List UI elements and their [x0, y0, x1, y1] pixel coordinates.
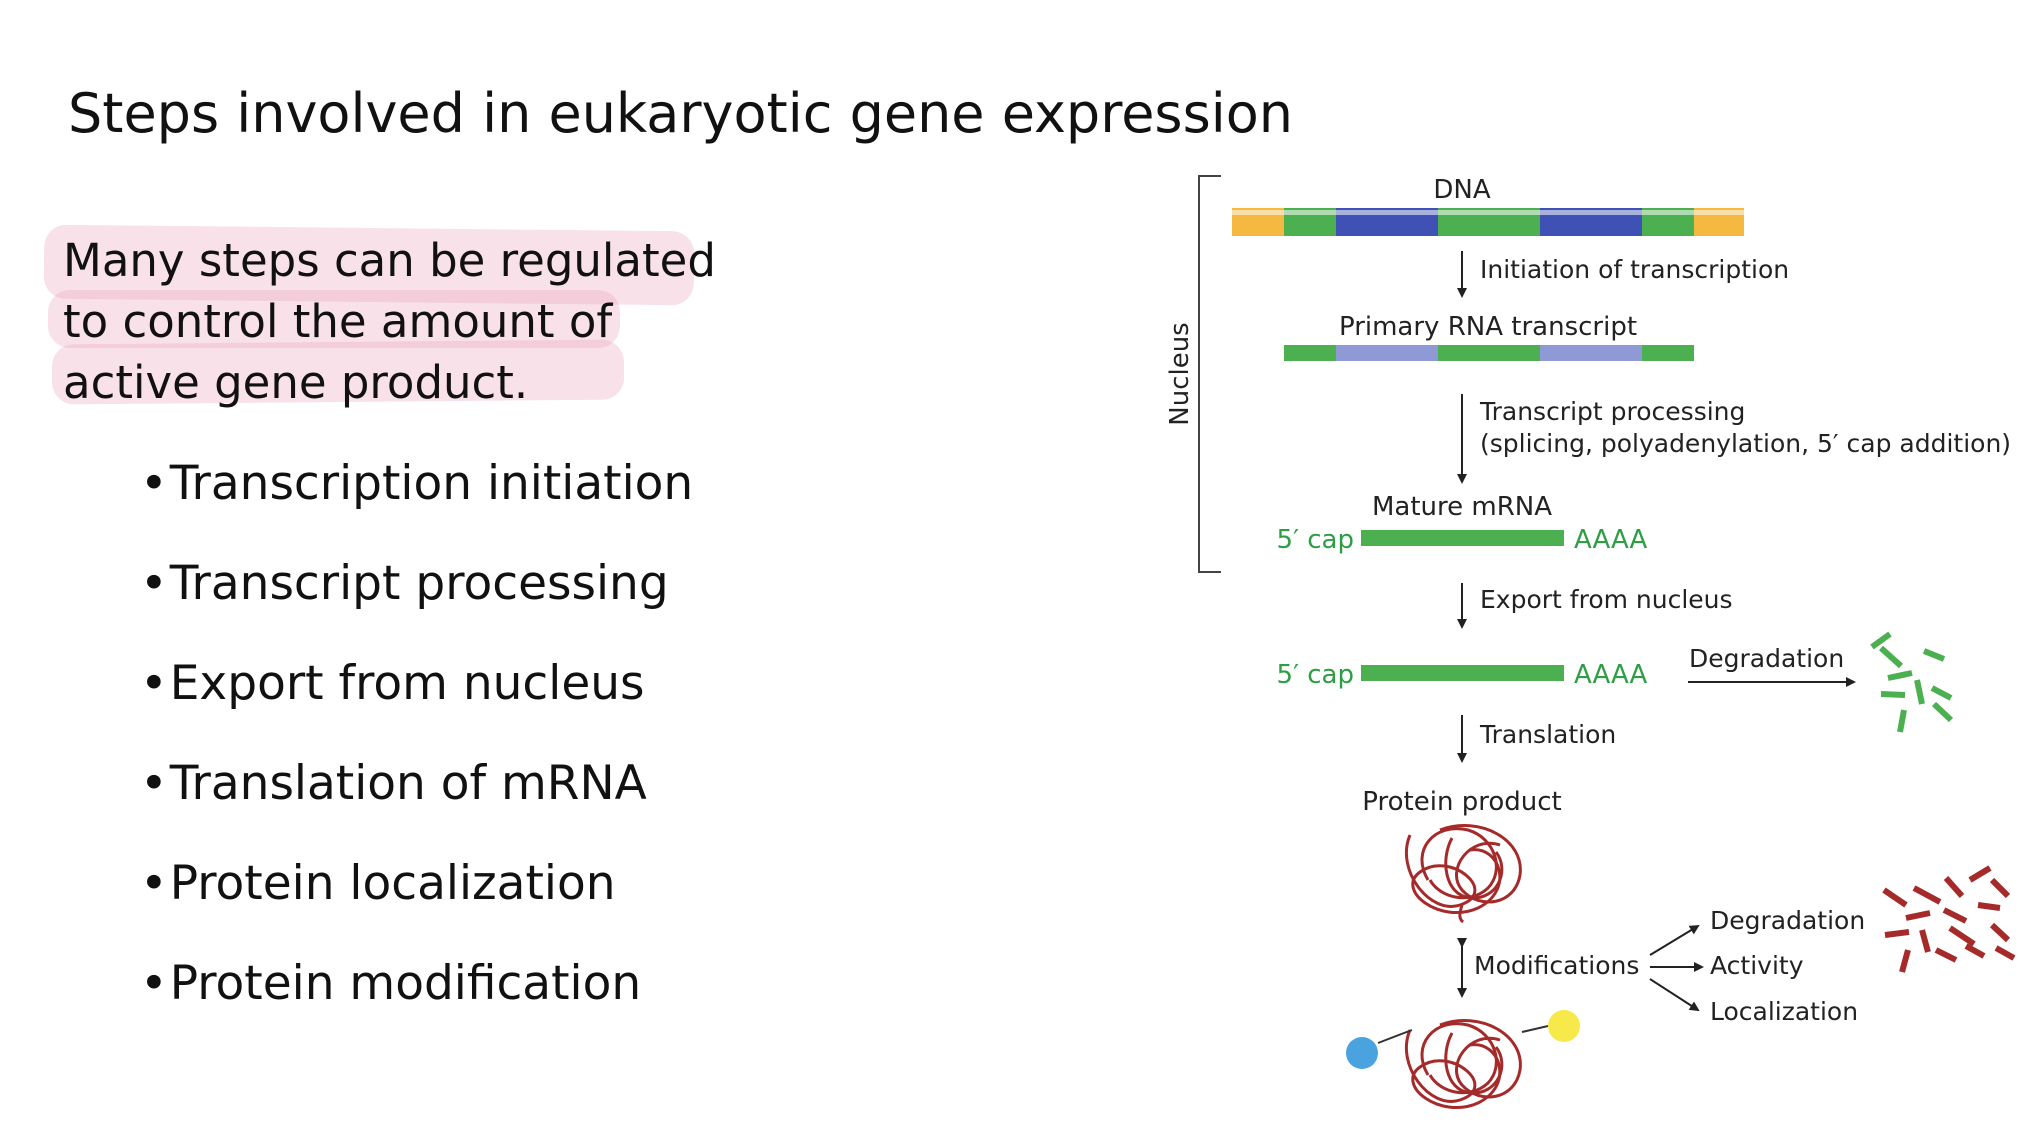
cap-label: 5′ cap — [1277, 525, 1354, 555]
bullet-dot: • — [140, 456, 168, 511]
outcome-activity-label: Activity — [1710, 951, 1804, 980]
protein-fragment — [1905, 910, 1931, 921]
slide-title: Steps involved in eukaryotic gene expres… — [68, 82, 1293, 145]
protein-fragment — [1977, 902, 2001, 911]
bullet-text: Protein localization — [169, 856, 616, 911]
protein-coil — [1444, 837, 1504, 900]
protein-coil — [1444, 1032, 1504, 1095]
mature-mrna — [1361, 530, 1564, 546]
step-initiation-label: Initiation of transcription — [1480, 255, 1789, 284]
protein-fragment — [1943, 876, 1965, 898]
rna-segment — [1438, 345, 1540, 361]
protein-coil — [1420, 1022, 1498, 1095]
modifications-label: Modifications — [1474, 951, 1639, 980]
bullet-item-1: •Transcription initiation — [140, 456, 693, 511]
arrow-outcome-degradation — [1649, 924, 1700, 956]
polya-label-cytoplasm: AAAA — [1574, 660, 1648, 690]
bullet-dot: • — [140, 756, 168, 811]
nucleus-label: Nucleus — [1165, 322, 1195, 425]
mature-mrna-label: Mature mRNA — [1372, 492, 1552, 522]
bullet-dot: • — [140, 856, 168, 911]
step-processing-label: Transcript processing — [1479, 397, 1745, 426]
mrna-fragment — [1897, 709, 1907, 733]
modification-group-blue — [1346, 1037, 1378, 1069]
bullet-dot: • — [140, 556, 168, 611]
bullet-text: Export from nucleus — [169, 656, 645, 711]
intro-line-2: to control the amount of — [63, 295, 613, 348]
mrna-fragment — [1887, 670, 1913, 681]
rna-segment — [1284, 345, 1336, 361]
bullet-item-2: •Transcript processing — [140, 556, 669, 611]
cytoplasmic-mrna — [1361, 665, 1564, 681]
mrna-fragment — [1930, 685, 1953, 701]
degraded-protein-fragments — [1882, 865, 2016, 973]
modified-protein — [1404, 1019, 1522, 1109]
dna-strand — [1232, 208, 1744, 236]
bullet-item-5: •Protein localization — [140, 856, 616, 911]
step-export-label: Export from nucleus — [1480, 585, 1733, 614]
modification-link-right — [1521, 1025, 1549, 1033]
protein-fragment — [1919, 929, 1931, 953]
protein-coil — [1458, 904, 1465, 924]
protein-fragment — [1994, 945, 2016, 961]
protein-fragment — [1964, 943, 1986, 959]
mrna-fragment — [1914, 679, 1925, 705]
protein-fragment — [1968, 865, 1992, 883]
bullet-item-3: •Export from nucleus — [140, 656, 645, 711]
bullet-dot: • — [140, 956, 168, 1011]
arrow-outcome-localization — [1649, 978, 1700, 1012]
protein-coil — [1439, 824, 1522, 904]
intro-line-3: active gene product. — [63, 356, 529, 409]
protein-product-label: Protein product — [1362, 787, 1561, 817]
intro-line-1: Many steps can be regulated — [63, 234, 716, 287]
protein-fragment — [1989, 877, 2011, 899]
primary-transcript — [1284, 345, 1694, 361]
protein-coil — [1420, 827, 1498, 900]
rna-segment — [1642, 345, 1694, 361]
cap-label-cytoplasm: 5′ cap — [1277, 660, 1354, 690]
mrna-fragment — [1878, 645, 1904, 669]
bullet-item-6: •Protein modification — [140, 956, 641, 1011]
protein-fragment — [1942, 907, 1968, 924]
protein-coil — [1404, 834, 1502, 914]
bullet-text: Translation of mRNA — [169, 756, 647, 811]
protein-coil — [1404, 1029, 1502, 1109]
protein-product — [1404, 824, 1522, 924]
bullet-text: Transcript processing — [169, 556, 669, 611]
protein-coil — [1439, 1019, 1522, 1099]
protein-fragment — [1884, 929, 1910, 938]
modification-link-left — [1377, 1029, 1413, 1044]
bullet-item-4: •Translation of mRNA — [140, 756, 647, 811]
dna-label: DNA — [1433, 175, 1490, 205]
outcome-degradation-label: Degradation — [1710, 906, 1865, 935]
protein-fragment — [1899, 949, 1911, 973]
protein-fragment — [1912, 885, 1942, 905]
mrna-fragment — [1880, 691, 1906, 698]
mrna-degradation-label: Degradation — [1689, 644, 1844, 673]
protein-fragment — [1882, 887, 1908, 908]
step-processing-detail: (splicing, polyadenylation, 5′ cap addit… — [1480, 429, 2011, 458]
bullet-text: Protein modification — [169, 956, 642, 1011]
step-translation-label: Translation — [1479, 720, 1616, 749]
mrna-fragment — [1922, 648, 1946, 662]
protein-fragment — [1948, 925, 1976, 947]
bullet-dot: • — [140, 656, 168, 711]
rna-segment — [1540, 345, 1642, 361]
protein-fragment — [1989, 922, 2011, 943]
bullet-text: Transcription initiation — [169, 456, 694, 511]
mrna-fragment — [1870, 631, 1892, 650]
protein-fragment — [1934, 947, 1958, 963]
polya-label: AAAA — [1574, 525, 1648, 555]
dna-gloss — [1232, 210, 1744, 215]
degraded-mrna-fragments — [1870, 631, 1954, 733]
nucleus-bracket — [1198, 175, 1221, 573]
highlight-stroke-2 — [48, 290, 620, 348]
mrna-fragment — [1931, 701, 1954, 723]
rna-segment — [1336, 345, 1438, 361]
outcome-localization-label: Localization — [1710, 997, 1858, 1026]
primary-transcript-label: Primary RNA transcript — [1339, 312, 1637, 342]
modification-group-yellow — [1548, 1010, 1580, 1042]
